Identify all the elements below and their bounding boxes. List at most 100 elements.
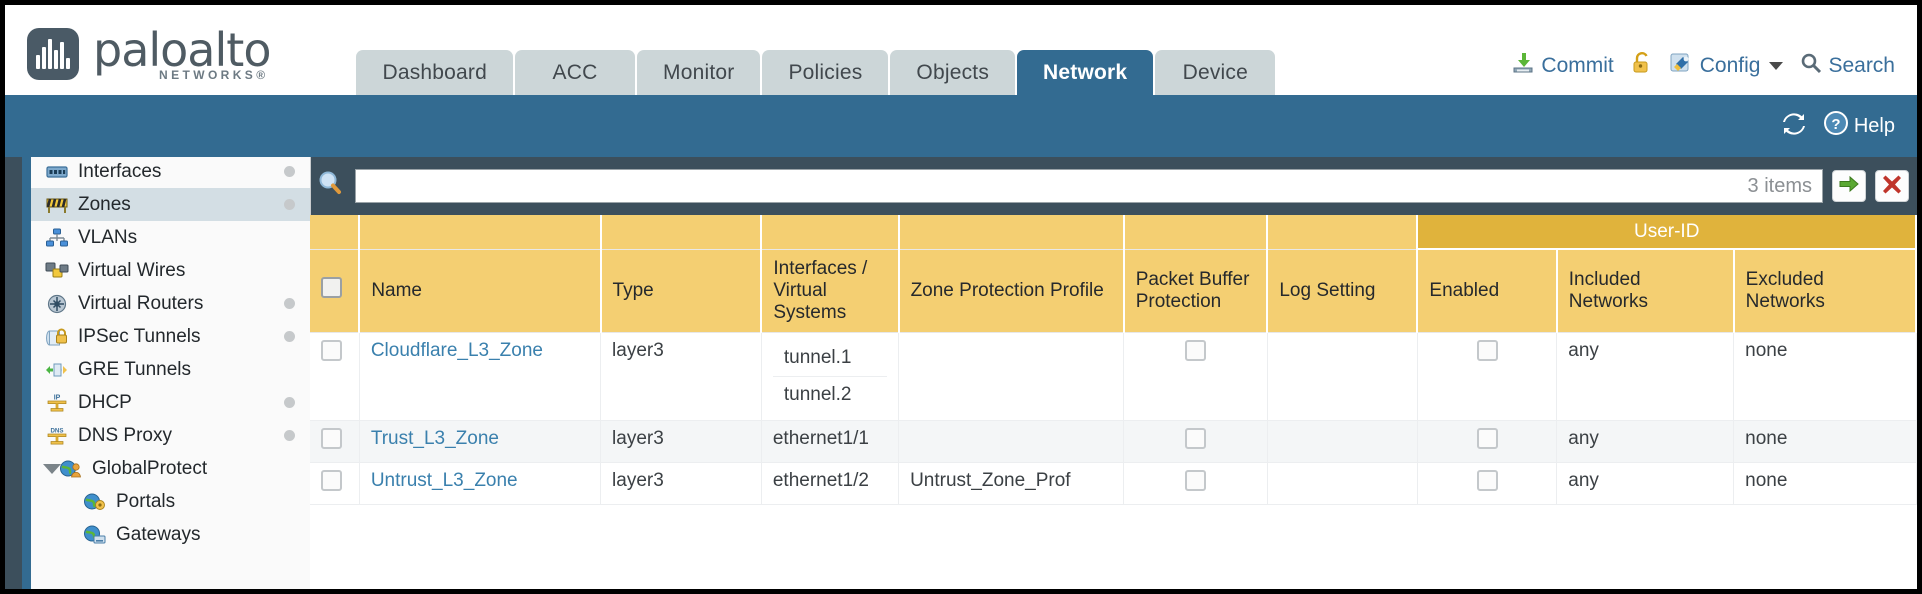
tab-dashboard[interactable]: Dashboard — [356, 50, 514, 95]
tab-monitor[interactable]: Monitor — [637, 50, 761, 95]
zone-name-link[interactable]: Trust_L3_Zone — [370, 427, 499, 449]
row-checkbox[interactable] — [321, 469, 342, 491]
col-zone-protection-profile[interactable]: Zone Protection Profile — [898, 249, 1125, 333]
zone-type-cell: layer3 — [600, 420, 762, 463]
sidebar-item-gre-tunnels[interactable]: GRE Tunnels — [31, 353, 310, 386]
sidebar-status-dot — [284, 397, 295, 408]
search-input[interactable]: 3 items — [355, 169, 1823, 203]
excluded-networks-cell: none — [1733, 332, 1917, 421]
search-label: Search — [1828, 54, 1895, 77]
globalprotect-icon — [59, 459, 83, 479]
row-checkbox[interactable] — [321, 339, 342, 361]
col-userid-enabled[interactable]: Enabled — [1417, 249, 1558, 333]
sidebar-status-dot — [284, 166, 295, 177]
dhcp-icon: IP — [45, 393, 69, 413]
log-setting-cell — [1267, 332, 1418, 421]
table-row[interactable]: Untrust_L3_Zone layer3 ethernet1/2 Untru… — [310, 462, 1917, 505]
userid-enabled-cell — [1417, 332, 1558, 421]
sidebar-item-ipsec-tunnels[interactable]: IPSec Tunnels — [31, 320, 310, 353]
sidebar-item-zones[interactable]: Zones — [31, 188, 310, 221]
vlans-icon — [45, 228, 69, 248]
apply-filter-button[interactable] — [1832, 170, 1866, 202]
packet-buffer-protection-checkbox[interactable] — [1185, 427, 1207, 449]
col-excluded-networks[interactable]: Excluded Networks — [1733, 249, 1917, 333]
red-x-icon — [1882, 174, 1902, 199]
magnifier-icon — [1800, 52, 1822, 80]
tab-device[interactable]: Device — [1155, 50, 1276, 95]
search-button[interactable]: Search — [1800, 52, 1895, 80]
sidebar-item-dns-proxy[interactable]: DNS DNS Proxy — [31, 419, 310, 452]
clear-filter-button[interactable] — [1875, 170, 1909, 202]
refresh-icon[interactable] — [1781, 111, 1807, 142]
sidebar-label: GlobalProtect — [92, 457, 208, 479]
virtual-wires-icon — [45, 261, 69, 281]
packet-buffer-protection-cell — [1123, 420, 1268, 463]
packet-buffer-protection-checkbox[interactable] — [1185, 339, 1207, 361]
sidebar-status-dot — [284, 331, 295, 342]
col-log-setting[interactable]: Log Setting — [1267, 249, 1419, 333]
zone-type-cell: layer3 — [600, 462, 762, 505]
expander-triangle-icon[interactable] — [43, 463, 61, 474]
col-included-networks[interactable]: Included Networks — [1556, 249, 1735, 333]
userid-enabled-cell — [1417, 420, 1558, 463]
zones-table: User-ID Name Type Interfaces / Virtual S… — [310, 215, 1917, 505]
commit-button[interactable]: Commit — [1511, 51, 1614, 81]
tab-acc[interactable]: ACC — [515, 50, 636, 95]
magnifier-icon[interactable] — [316, 169, 346, 204]
table-row[interactable]: Cloudflare_L3_Zone layer3 tunnel.1 tunne… — [310, 332, 1917, 421]
packet-buffer-protection-cell — [1123, 332, 1268, 421]
help-button[interactable]: ? Help — [1823, 110, 1895, 142]
sidebar-label: Interfaces — [78, 160, 162, 182]
paloalto-logo-icon — [27, 28, 79, 80]
userid-enabled-checkbox[interactable] — [1476, 339, 1498, 361]
sidebar-item-vlans[interactable]: VLANs — [31, 221, 310, 254]
col-name[interactable]: Name — [359, 249, 602, 333]
sidebar-label: Portals — [116, 490, 176, 512]
col-interfaces[interactable]: Interfaces / Virtual Systems — [761, 249, 900, 333]
sidebar-item-virtual-wires[interactable]: Virtual Wires — [31, 254, 310, 287]
virtual-routers-icon — [45, 294, 69, 314]
table-header-row: Name Type Interfaces / Virtual Systems Z… — [310, 249, 1917, 333]
svg-text:DNS: DNS — [50, 427, 63, 434]
col-packet-buffer-protection[interactable]: Packet Buffer Protection — [1123, 249, 1269, 333]
interface-item: tunnel.2 — [783, 383, 852, 405]
row-checkbox[interactable] — [321, 427, 342, 449]
app-header: paloalto NETWORKS® Dashboard ACC Monitor… — [5, 5, 1917, 95]
packet-buffer-protection-cell — [1123, 462, 1268, 505]
lock-button[interactable] — [1631, 51, 1653, 81]
userid-enabled-checkbox[interactable] — [1476, 469, 1498, 491]
sidebar-item-portals[interactable]: Portals — [31, 485, 310, 518]
zone-interfaces-cell: ethernet1/2 — [761, 462, 900, 505]
table-row[interactable]: Trust_L3_Zone layer3 ethernet1/1 — [310, 420, 1917, 463]
zone-name-link[interactable]: Untrust_L3_Zone — [370, 469, 518, 491]
sidebar-item-gateways[interactable]: Gateways — [31, 518, 310, 551]
log-setting-cell — [1267, 462, 1418, 505]
select-all-checkbox[interactable] — [321, 277, 342, 298]
tab-objects[interactable]: Objects — [890, 50, 1016, 95]
tab-policies[interactable]: Policies — [762, 50, 889, 95]
sidebar-item-dhcp[interactable]: IP DHCP — [31, 386, 310, 419]
content-pane: 3 items — [310, 157, 1917, 589]
sidebar-item-globalprotect[interactable]: GlobalProtect — [31, 452, 310, 485]
zone-protection-profile-cell: Untrust_Zone_Prof — [898, 462, 1125, 505]
sidebar-label: DNS Proxy — [78, 424, 172, 446]
group-spacer — [359, 215, 602, 250]
commit-icon — [1511, 51, 1535, 81]
row-select-cell — [310, 420, 360, 463]
tab-network[interactable]: Network — [1017, 50, 1154, 95]
sidebar-label: Virtual Wires — [78, 259, 186, 281]
green-arrow-icon — [1838, 175, 1860, 198]
userid-enabled-checkbox[interactable] — [1476, 427, 1498, 449]
sidebar-item-virtual-routers[interactable]: Virtual Routers — [31, 287, 310, 320]
included-networks-cell: any — [1556, 332, 1735, 421]
dns-proxy-icon: DNS — [45, 426, 69, 446]
group-spacer — [1267, 215, 1419, 250]
packet-buffer-protection-checkbox[interactable] — [1185, 469, 1207, 491]
sidebar-item-interfaces[interactable]: Interfaces — [31, 155, 310, 188]
col-type[interactable]: Type — [600, 249, 763, 333]
chevron-down-icon[interactable] — [1769, 62, 1784, 70]
main-nav-tabs: Dashboard ACC Monitor Policies Objects N… — [356, 50, 1276, 95]
zone-name-link[interactable]: Cloudflare_L3_Zone — [370, 339, 543, 361]
config-menu[interactable]: Config — [1670, 51, 1784, 81]
